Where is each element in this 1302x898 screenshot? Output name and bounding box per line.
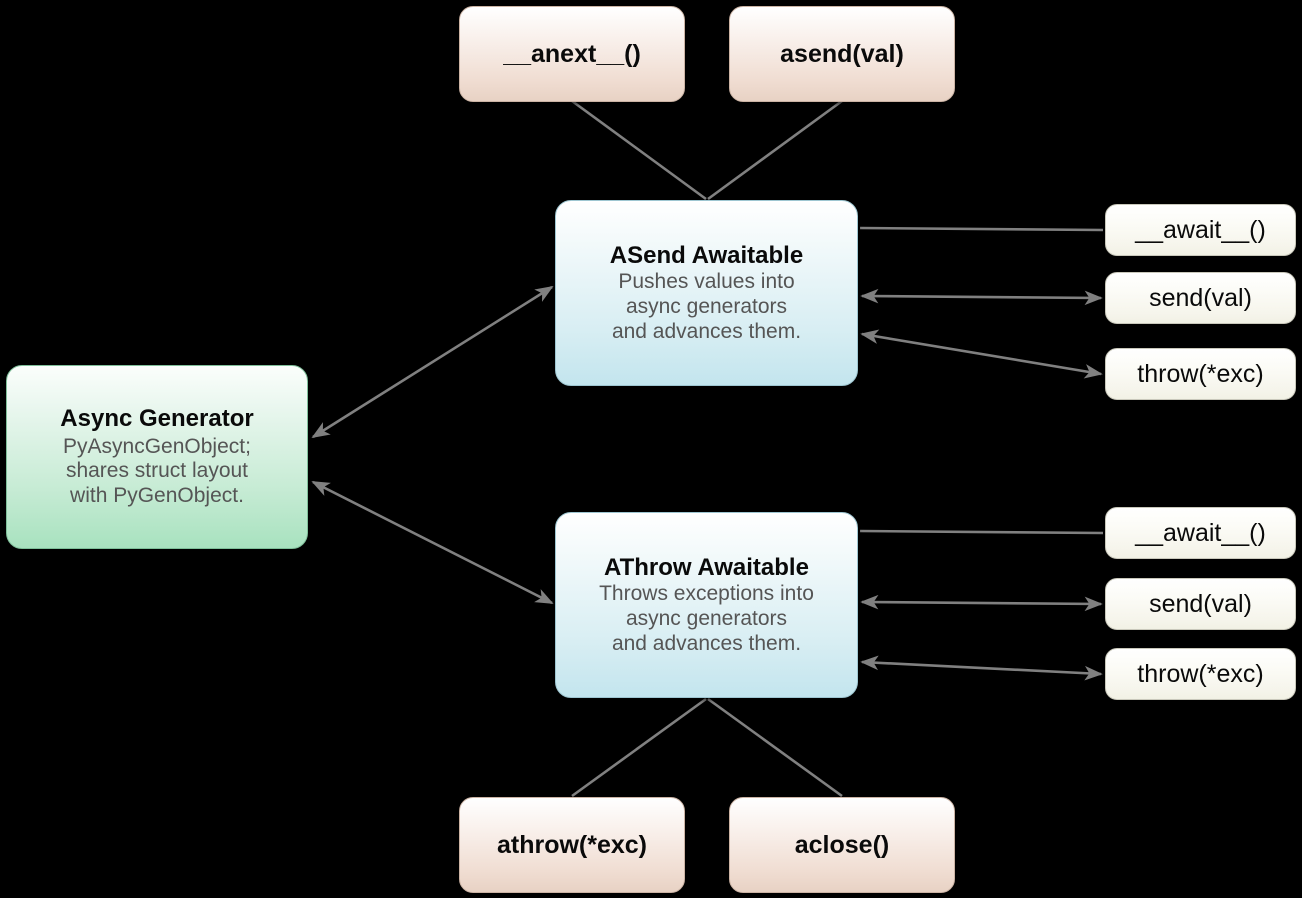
edge-generator-to-asend bbox=[311, 285, 554, 439]
node-title: Async Generator bbox=[60, 405, 254, 433]
edge-generator-to-athrow bbox=[311, 480, 554, 605]
node-asend-method-throw[interactable]: throw(*exc) bbox=[1105, 348, 1296, 400]
edge-athrow-send bbox=[860, 594, 1103, 612]
node-athrow-method-send[interactable]: send(val) bbox=[1105, 578, 1296, 630]
node-description-line: and advances them. bbox=[611, 631, 802, 655]
edge-athrow-await bbox=[859, 529, 1104, 535]
edge-athrow-throw bbox=[860, 655, 1103, 681]
node-asend-awaitable[interactable]: ASend Awaitable Pushes values into async… bbox=[555, 200, 858, 386]
node-asend-method-send[interactable]: send(val) bbox=[1105, 272, 1296, 324]
node-method-athrow[interactable]: athrow(*exc) bbox=[459, 797, 685, 893]
node-label: __await__() bbox=[1135, 215, 1266, 244]
node-title: ASend Awaitable bbox=[609, 241, 804, 269]
node-athrow-method-throw[interactable]: throw(*exc) bbox=[1105, 648, 1296, 700]
node-asend-method-await[interactable]: __await__() bbox=[1105, 204, 1296, 256]
node-description-line: PyAsyncGenObject; bbox=[63, 434, 251, 458]
node-description-line: and advances them. bbox=[611, 319, 802, 343]
node-label: throw(*exc) bbox=[1137, 659, 1264, 688]
node-description-line: shares struct layout bbox=[65, 459, 249, 483]
node-label: throw(*exc) bbox=[1137, 359, 1264, 388]
node-label: __anext__() bbox=[503, 39, 641, 68]
node-description-line: with PyGenObject. bbox=[70, 484, 244, 508]
edge-anext-to-asend bbox=[571, 99, 707, 201]
node-description: Throws exceptions into async generators … bbox=[599, 582, 814, 656]
node-description-line: Pushes values into bbox=[618, 270, 795, 294]
edge-athrowcall-to-athrow bbox=[571, 697, 707, 798]
node-description: PyAsyncGenObject; shares struct layout w… bbox=[63, 435, 251, 509]
node-label: aclose() bbox=[794, 830, 890, 859]
edge-aclosecall-to-athrow bbox=[707, 697, 843, 798]
node-label: athrow(*exc) bbox=[496, 830, 648, 859]
node-label: send(val) bbox=[1149, 283, 1252, 312]
node-title: AThrow Awaitable bbox=[604, 553, 809, 581]
node-method-anext[interactable]: __anext__() bbox=[459, 6, 685, 102]
node-athrow-method-await[interactable]: __await__() bbox=[1105, 507, 1296, 559]
node-label: __await__() bbox=[1135, 518, 1266, 547]
node-label: send(val) bbox=[1149, 589, 1252, 618]
edge-asend-send bbox=[860, 288, 1103, 306]
node-description-line: Throws exceptions into bbox=[599, 582, 814, 606]
edge-asend-throw bbox=[860, 329, 1103, 379]
node-description-line: async generators bbox=[625, 294, 788, 318]
node-async-generator[interactable]: Async Generator PyAsyncGenObject; shares… bbox=[6, 365, 308, 549]
node-description: Pushes values into async generators and … bbox=[612, 270, 801, 344]
node-description-line: async generators bbox=[625, 606, 788, 630]
node-method-aclose[interactable]: aclose() bbox=[729, 797, 955, 893]
node-athrow-awaitable[interactable]: AThrow Awaitable Throws exceptions into … bbox=[555, 512, 858, 698]
node-method-asend[interactable]: asend(val) bbox=[729, 6, 955, 102]
edge-asend-await bbox=[859, 226, 1104, 232]
node-label: asend(val) bbox=[780, 39, 904, 68]
edge-asendcall-to-asend bbox=[707, 99, 843, 201]
